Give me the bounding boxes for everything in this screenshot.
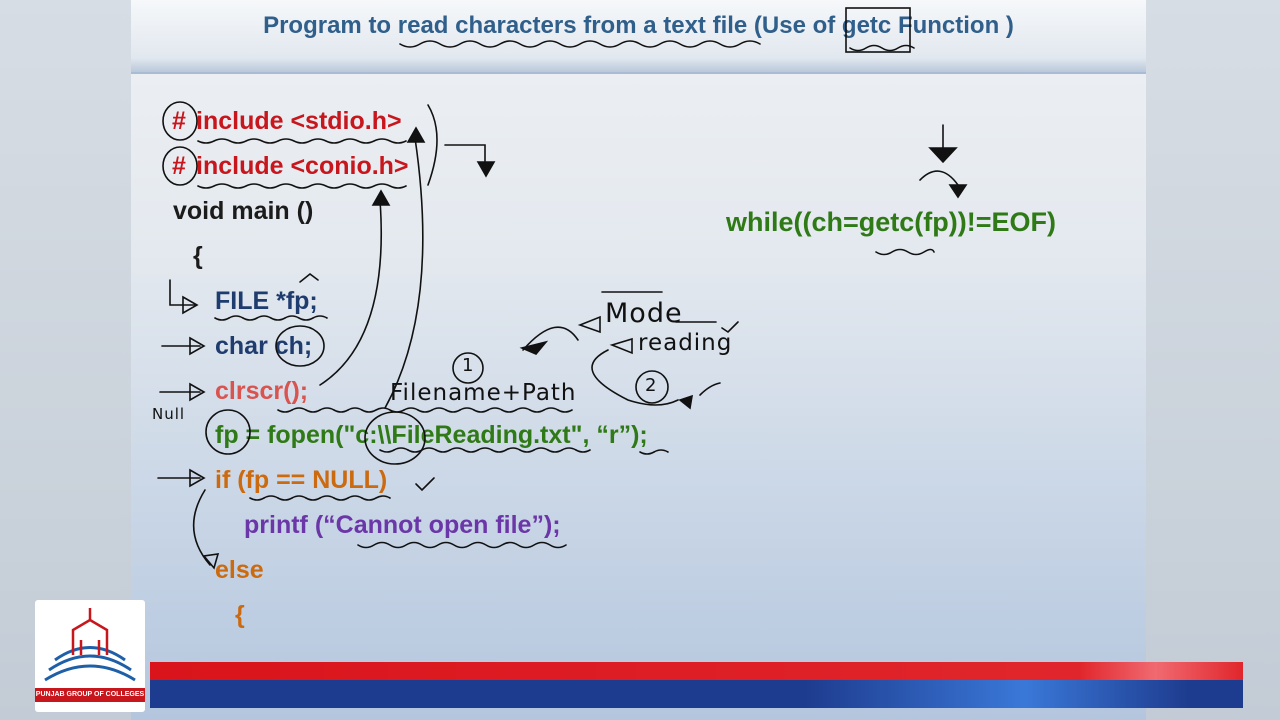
bottom-red-band: [150, 662, 1243, 680]
code-line-file-decl: FILE *fp;: [215, 287, 318, 315]
code-line-printf: printf (“Cannot open file”);: [244, 511, 561, 539]
hash-symbol-1: #: [172, 107, 186, 135]
logo-text: PUNJAB GROUP OF COLLEGES: [35, 690, 145, 699]
code-line-else: else: [215, 556, 264, 584]
slide-title: Program to read characters from a text f…: [263, 12, 1014, 39]
right-margin: [1146, 0, 1280, 720]
annotation-filename-path: Filename+Path: [390, 380, 577, 406]
code-line-if-null: if (fp == NULL): [215, 466, 388, 494]
code-line-else-brace: {: [235, 601, 245, 629]
code-line-void-main: void main (): [173, 197, 314, 225]
code-line-clrscr: clrscr();: [215, 377, 309, 405]
annotation-mode: Mode: [605, 298, 683, 329]
annotation-number-2: 2: [645, 375, 658, 396]
annotation-null: Null: [152, 405, 186, 423]
college-logo: PUNJAB GROUP OF COLLEGES: [35, 600, 145, 712]
hash-symbol-2: #: [172, 152, 186, 180]
annotation-number-1: 1: [462, 355, 475, 376]
annotation-reading: reading: [638, 330, 733, 356]
while-loop-statement: while((ch=getc(fp))!=EOF): [726, 207, 1056, 237]
bottom-blue-band: [150, 680, 1243, 708]
code-line-include-conio: include <conio.h>: [196, 152, 409, 180]
code-line-open-brace: {: [193, 242, 203, 270]
code-line-fopen: fp = fopen("c:\\FileReading.txt", “r”);: [215, 421, 648, 449]
code-line-include-stdio: include <stdio.h>: [196, 107, 402, 135]
title-bar: Program to read characters from a text f…: [131, 0, 1146, 74]
code-line-char-decl: char ch;: [215, 332, 313, 360]
